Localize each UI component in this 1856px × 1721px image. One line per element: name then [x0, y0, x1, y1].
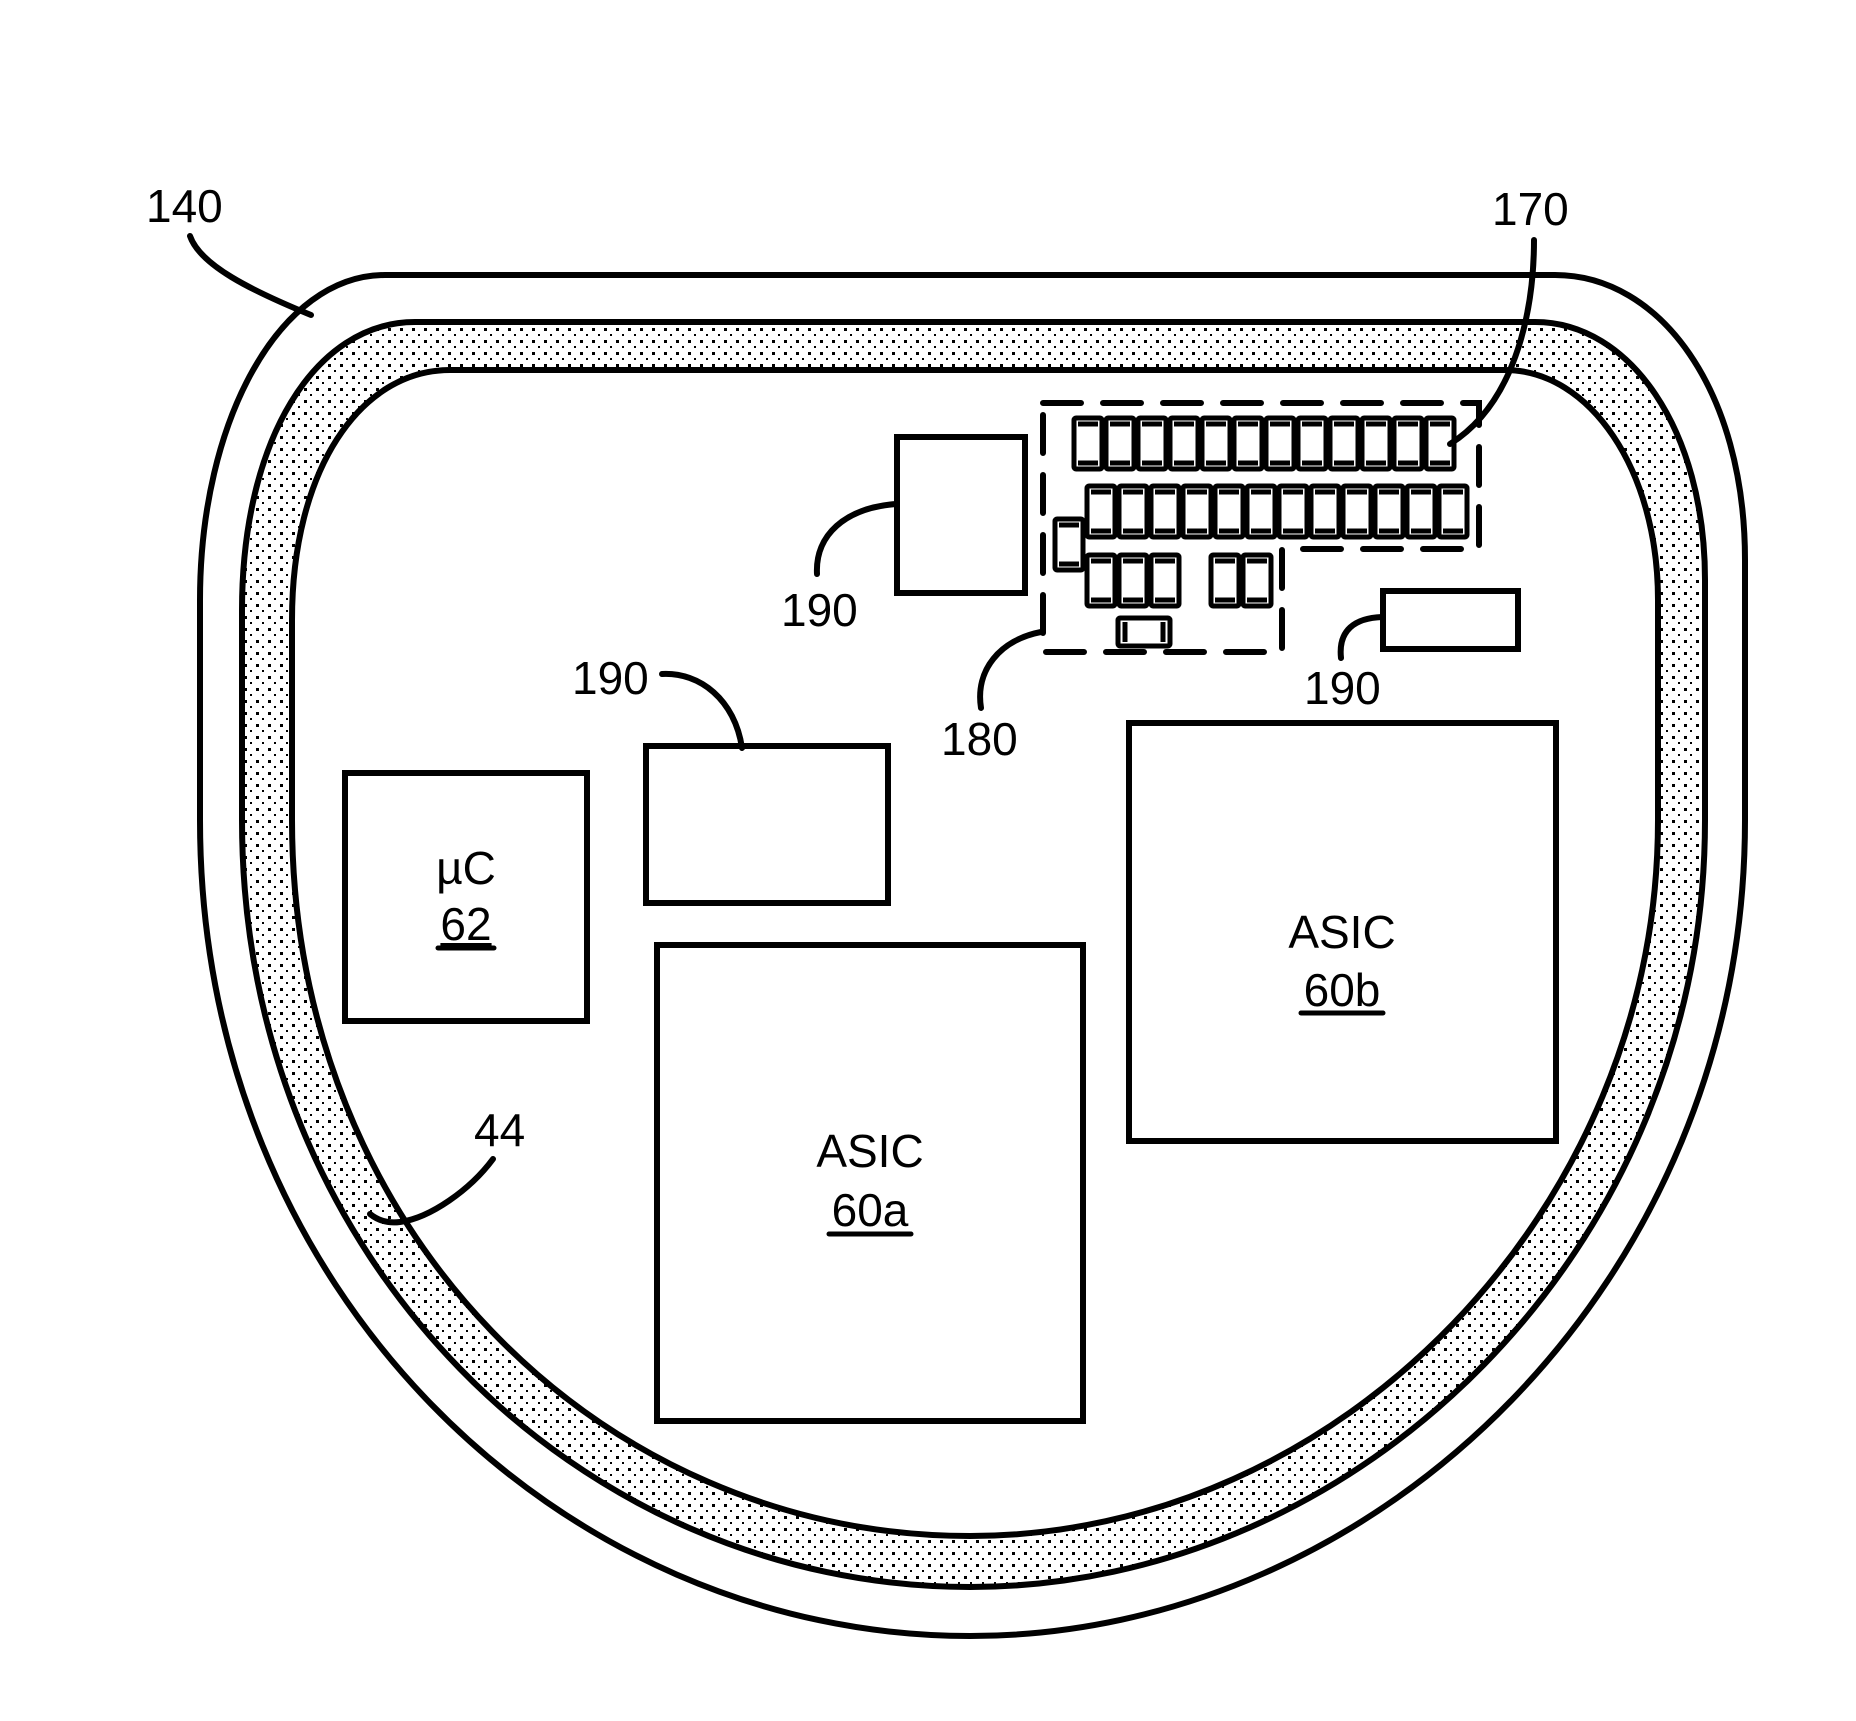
ref-label-190-middle: 190 [572, 652, 649, 704]
component-row1 [1138, 418, 1166, 469]
component-row1 [1106, 418, 1134, 469]
component-row2 [1183, 486, 1211, 537]
component-row2 [1407, 486, 1435, 537]
component-row2 [1343, 486, 1371, 537]
component-row1 [1298, 418, 1326, 469]
component-row1 [1394, 418, 1422, 469]
asic-a-block [657, 945, 1083, 1421]
ref-label-140: 140 [146, 180, 223, 232]
asic-b-name: ASIC [1288, 906, 1395, 958]
component-row3 [1243, 555, 1271, 606]
component-row1 [1362, 418, 1390, 469]
ref-label-190-right: 190 [1304, 662, 1381, 714]
ref-label-180: 180 [941, 713, 1018, 765]
ref-label-170: 170 [1492, 183, 1569, 235]
component-row2 [1119, 486, 1147, 537]
component-row2 [1247, 486, 1275, 537]
component-190-upper [897, 437, 1025, 593]
leader-190-right [1341, 617, 1382, 658]
asic-a-name: ASIC [816, 1125, 923, 1177]
component-row2 [1279, 486, 1307, 537]
component-row2 [1439, 486, 1467, 537]
component-row3 [1211, 555, 1239, 606]
component-row3 [1119, 555, 1147, 606]
asic-b-ref: 60b [1304, 964, 1381, 1016]
component-row1 [1074, 418, 1102, 469]
leader-190-upper [817, 504, 896, 574]
microcontroller-name: µC [436, 842, 496, 894]
component-vertical [1055, 519, 1083, 570]
component-row2 [1375, 486, 1403, 537]
component-row1 [1266, 418, 1294, 469]
ref-label-190-upper: 190 [781, 584, 858, 636]
component-row3 [1151, 555, 1179, 606]
leader-190-middle [662, 674, 742, 748]
component-row1 [1170, 418, 1198, 469]
microcontroller-block [345, 773, 587, 1021]
component-row2 [1311, 486, 1339, 537]
component-row3 [1087, 555, 1115, 606]
component-190-right [1383, 591, 1518, 649]
component-row2 [1215, 486, 1243, 537]
leader-140 [190, 236, 311, 315]
component-row1 [1234, 418, 1262, 469]
component-190-middle [646, 746, 888, 903]
component-row2 [1151, 486, 1179, 537]
ref-label-44: 44 [474, 1104, 525, 1156]
microcontroller-ref: 62 [440, 898, 491, 950]
component-row2 [1087, 486, 1115, 537]
component-row1 [1330, 418, 1358, 469]
component-horizontal [1118, 618, 1170, 646]
asic-a-ref: 60a [832, 1184, 909, 1236]
leader-180 [980, 632, 1041, 708]
component-row1 [1202, 418, 1230, 469]
